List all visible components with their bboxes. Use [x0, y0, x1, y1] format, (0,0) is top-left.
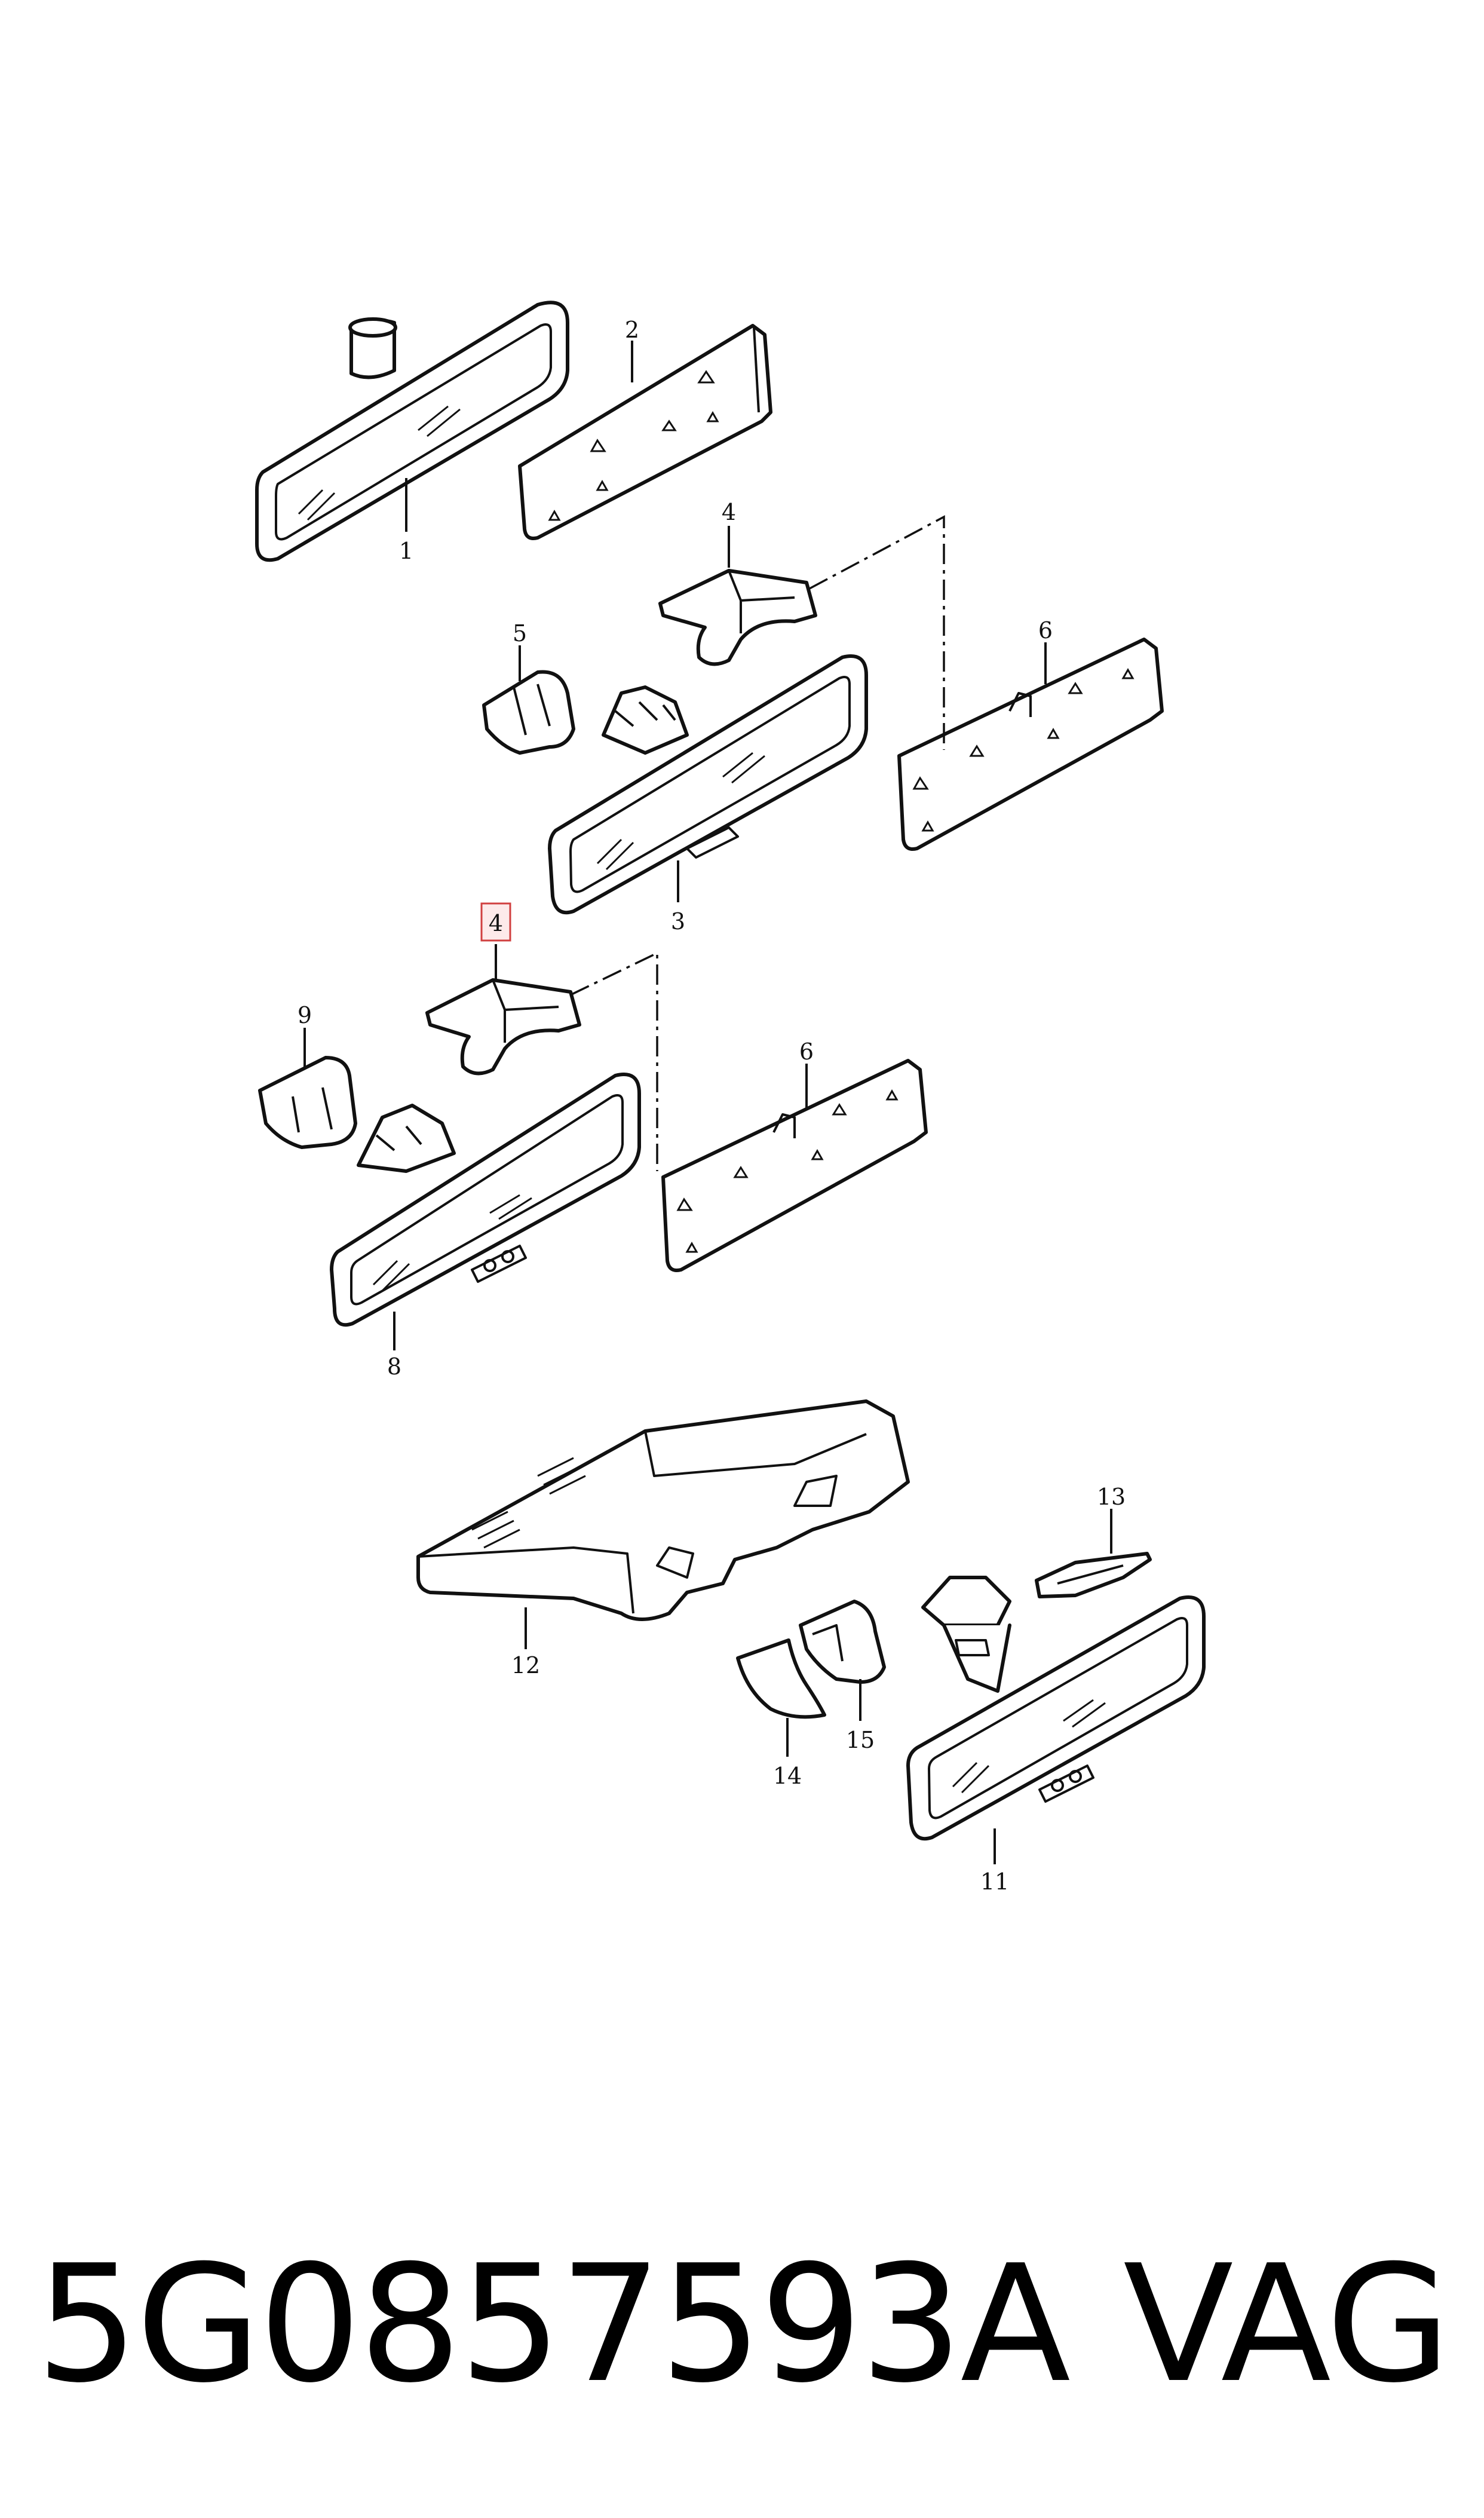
mirror-part-8 — [330, 1073, 641, 1327]
cover-part-6-upper — [897, 638, 1164, 851]
callout-13: 13 — [1097, 1484, 1126, 1510]
mirror-part-3 — [548, 654, 868, 915]
housing-part-9 — [258, 1056, 357, 1149]
clip-part-13 — [1035, 1552, 1152, 1598]
callout-2: 2 — [625, 317, 639, 343]
callout-4-upper: 4 — [722, 499, 736, 525]
callout-3: 3 — [671, 908, 685, 935]
callout-12: 12 — [511, 1652, 540, 1678]
callout-9: 9 — [298, 1002, 312, 1028]
bracket-part-4-lower — [425, 978, 581, 1076]
housing-part-15 — [799, 1600, 886, 1684]
callout-4-lower: 4 — [489, 910, 503, 936]
brand-text: VAG — [1123, 2230, 1451, 2418]
housing-part-5 — [482, 670, 575, 755]
cover-part-6-lower — [661, 1059, 928, 1272]
callout-14: 14 — [773, 1763, 802, 1789]
callout-6-lower: 6 — [799, 1039, 814, 1065]
callout-15: 15 — [846, 1727, 875, 1753]
callout-1: 1 — [399, 538, 413, 564]
callout-labels: 1 2 3 4 4 5 6 6 8 9 11 12 13 14 15 — [298, 317, 1126, 1895]
callout-5: 5 — [513, 620, 527, 647]
highlight-box — [480, 902, 511, 942]
connector-line-lower — [570, 951, 658, 1171]
callout-6-upper: 6 — [1038, 617, 1053, 644]
connector-line-upper — [809, 515, 945, 750]
mirror-part-11 — [906, 1576, 1206, 1841]
callout-8: 8 — [387, 1353, 401, 1380]
console-part-12 — [416, 1399, 910, 1621]
cover-part-14 — [736, 1638, 826, 1719]
part-number-text: 5G0857593A — [36, 2230, 1071, 2418]
bracket-part-4-upper — [658, 569, 817, 666]
cover-part-2 — [518, 324, 772, 540]
mirror-part-1 — [255, 301, 569, 562]
callout-11: 11 — [980, 1868, 1009, 1895]
